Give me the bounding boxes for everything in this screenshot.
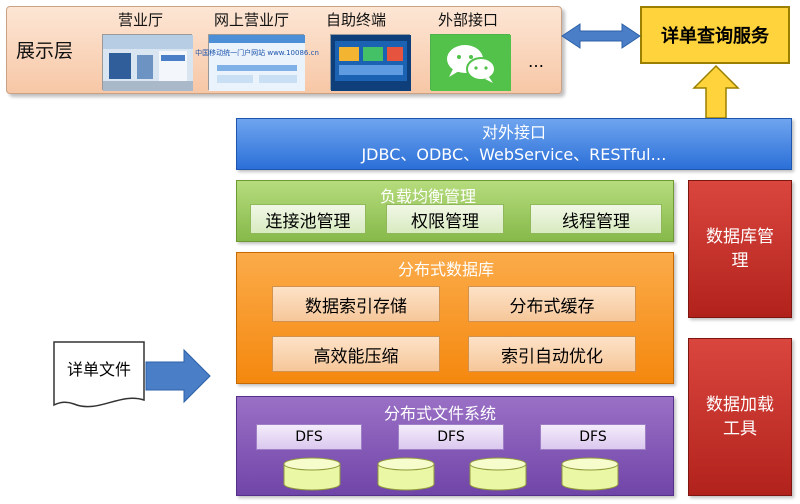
detail-query-service: 详单查询服务 <box>640 6 790 64</box>
connection-pool-management: 连接池管理 <box>250 204 366 234</box>
data-loading-tool-line2: 工具 <box>723 419 757 439</box>
permission-management: 权限管理 <box>386 204 504 234</box>
right-arrow-icon <box>145 348 211 404</box>
presentation-layer-label: 展示层 <box>16 40 74 62</box>
storage-cylinder-icon <box>283 457 341 491</box>
storage-cylinder-icon <box>469 457 527 491</box>
external-interface-bar: 对外接口 JDBC、ODBC、WebService、RESTful… <box>236 118 792 170</box>
wechat-icon <box>430 34 511 91</box>
self-service-terminal-screenshot <box>330 34 411 91</box>
up-arrow-icon <box>692 64 740 119</box>
data-loading-tool: 数据加载 工具 <box>688 338 792 496</box>
distributed-database-title: 分布式数据库 <box>398 260 495 279</box>
document-icon <box>53 341 145 408</box>
storage-cylinder-icon <box>377 457 435 491</box>
channel-label-online-hall: 网上营业厅 <box>214 11 290 29</box>
channel-label-external: 外部接口 <box>438 11 499 29</box>
data-loading-tool-line1: 数据加载 <box>706 395 774 415</box>
double-arrow-icon <box>561 23 641 49</box>
database-management: 数据库管 理 <box>688 180 792 318</box>
dfs-node-3: DFS <box>540 424 646 450</box>
channel-label-self-service: 自助终端 <box>326 11 387 29</box>
distributed-file-system-title: 分布式文件系统 <box>384 404 497 423</box>
interface-protocols: JDBC、ODBC、WebService、RESTful… <box>361 145 667 164</box>
online-hall-thumb-text: 中国移动统一门户网站 www.10086.cn <box>195 48 319 57</box>
interface-title: 对外接口 <box>481 123 546 142</box>
distributed-cache: 分布式缓存 <box>468 286 636 322</box>
load-balancing-title: 负载均衡管理 <box>380 187 477 206</box>
online-hall-screenshot: 中国移动统一门户网站 www.10086.cn <box>195 34 319 91</box>
storage-cylinder-icon <box>561 457 619 491</box>
data-index-storage: 数据索引存储 <box>272 286 440 322</box>
dfs-node-1: DFS <box>256 424 362 450</box>
hall-photo <box>102 34 193 91</box>
more-channels-ellipsis: … <box>528 52 544 71</box>
database-management-line2: 理 <box>731 251 749 271</box>
storage-cylinders <box>283 457 619 491</box>
index-auto-optimization: 索引自动优化 <box>468 336 636 372</box>
dfs-node-2: DFS <box>398 424 504 450</box>
high-efficiency-compression: 高效能压缩 <box>272 336 440 372</box>
database-management-line1: 数据库管 <box>706 227 774 247</box>
channel-label-hall: 营业厅 <box>118 11 164 29</box>
thread-management: 线程管理 <box>530 204 662 234</box>
detail-file-label: 详单文件 <box>66 360 131 379</box>
